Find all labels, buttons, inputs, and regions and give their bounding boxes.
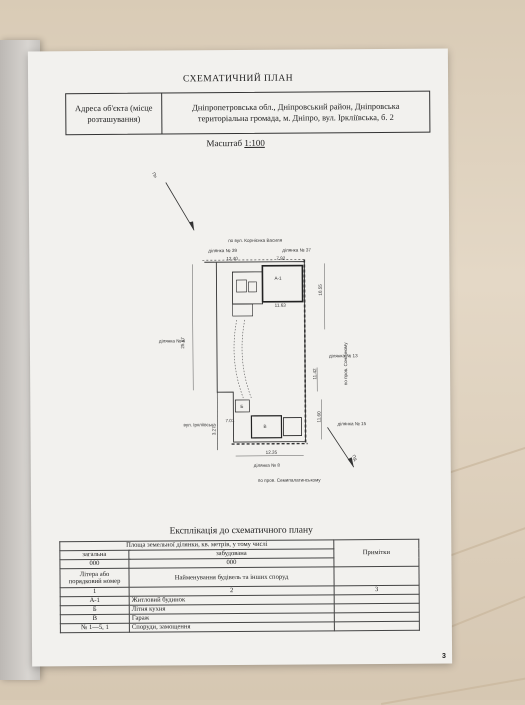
scale-line: Масштаб 1:100 (206, 138, 264, 148)
annex-1 (236, 280, 246, 292)
bottom-street-label: по пров. Семипалатинському (258, 477, 321, 482)
name-header: Найменування будівель та інших споруд (129, 567, 334, 587)
dim-left-mid: 7.01 (225, 418, 234, 423)
table-row: № 1—5, 1 Споруди, замощення (60, 621, 419, 633)
dim-right-top: 10.55 (318, 284, 323, 296)
path-curve (234, 320, 243, 398)
plot-boundary (204, 262, 305, 443)
dim-house: 11.63 (275, 303, 286, 308)
row-letter: А-1 (60, 596, 129, 605)
scale-prefix: Масштаб (206, 138, 244, 148)
building-v-label: В (263, 424, 266, 429)
neighbor-37-label: ділянка № 37 (282, 248, 311, 253)
plan-drawing (124, 159, 386, 481)
scale-value: 1:100 (244, 138, 265, 148)
dim-top-left: 12.40 (226, 256, 238, 261)
neighbor-15-label: ділянка № 15 (337, 421, 366, 426)
row-letter: В (60, 614, 129, 623)
dim-right-bottom: 11.60 (316, 411, 321, 422)
notes-header: Примітки (334, 539, 419, 567)
row-note (334, 621, 419, 631)
row-name: Споруди, замощення (129, 622, 334, 632)
table-row: Літера або порядковий номер Найменування… (60, 566, 419, 588)
address-table: Адреса об'єкта (місце розташування) Дніп… (65, 91, 430, 136)
annex-2 (248, 282, 256, 292)
top-street-label: по вул. Корнієнка Василя (228, 238, 282, 243)
south-fence (232, 444, 308, 445)
explication-table: Площа земельної ділянки, кв. метрів, у т… (59, 539, 420, 634)
dim-line-left (192, 264, 193, 390)
wood-grain (447, 525, 525, 558)
shed (283, 418, 301, 436)
east-fence (304, 260, 305, 444)
dim-left-bottom: 3.27 (211, 426, 216, 435)
right-street-label: по пров. Сонячному (343, 342, 348, 385)
document-page: СХЕМАТИЧНИЙ ПЛАН Адреса об'єкта (місце р… (28, 49, 452, 667)
building-b-label: Б (240, 404, 243, 409)
address-label: Адреса об'єкта (місце розташування) (66, 94, 162, 135)
schematic-plan: Пн Пд по вул. Корнієнка Василя ділянка №… (124, 159, 386, 481)
dim-bottom: 12.35 (266, 450, 278, 455)
address-value: Дніпропетровська обл., Дніпровський райо… (162, 92, 429, 134)
page-title: СХЕМАТИЧНИЙ ПЛАН (28, 73, 448, 86)
dim-top-right: 7.92 (276, 256, 285, 261)
building-a1-label: А-1 (274, 276, 281, 281)
house-extension (232, 272, 262, 304)
house-a1 (262, 266, 302, 302)
north-arrow-head (189, 221, 194, 230)
col-number-1: 1 (60, 587, 129, 596)
path-curve-2 (242, 320, 251, 398)
total-value: 000 (60, 559, 129, 568)
letter-header: Літера або порядковий номер (60, 568, 129, 587)
neighbor-39-label: ділянка № 39 (208, 248, 237, 253)
dim-left: 25.67 (180, 337, 185, 349)
notes-header-empty (334, 566, 419, 586)
north-fence (202, 260, 306, 261)
wood-grain (448, 593, 525, 629)
explication-title: Експлікація до схематичного плану (31, 525, 451, 538)
wood-grain (442, 446, 525, 476)
page-number: 3 (442, 653, 446, 660)
wood-grain (381, 677, 525, 705)
row-letter: № 1—5, 1 (60, 623, 129, 632)
dim-right-mid: 11.42 (312, 368, 317, 379)
neighbor-8-label: ділянка № 8 (254, 463, 280, 468)
total-label: загальна (60, 550, 129, 559)
row-letter: Б (60, 605, 129, 614)
porch (233, 304, 253, 316)
